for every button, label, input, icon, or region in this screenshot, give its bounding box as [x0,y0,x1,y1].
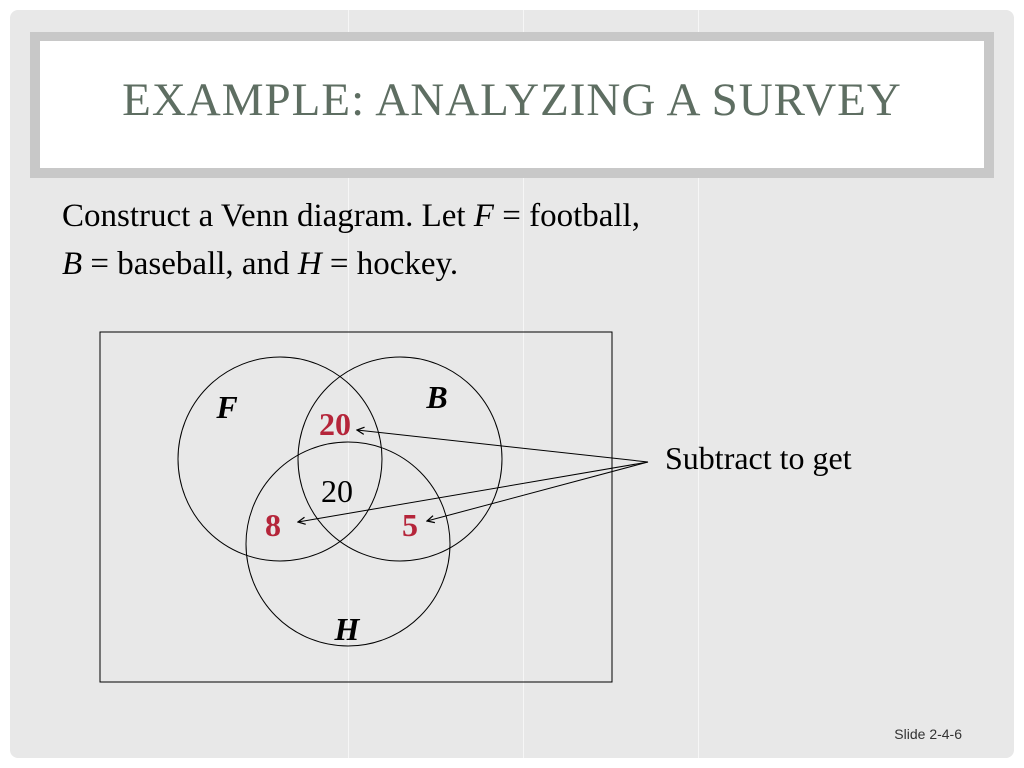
title-frame: EXAMPLE: ANALYZING A SURVEY [30,32,994,178]
variable-f: F [473,198,494,234]
background-stripe [523,10,524,758]
slide-title: EXAMPLE: ANALYZING A SURVEY [122,74,902,126]
set-h-label: H [334,611,361,647]
variable-b: B [62,246,83,282]
region-f-and-h-only: 8 [265,507,281,543]
arrow-to-b-and-h [427,461,649,521]
instruction-text: Construct a Venn diagram. Let F = footba… [62,192,640,288]
region-f-and-b-only: 20 [319,406,351,442]
variable-h: H [297,246,322,282]
subtract-annotation: Subtract to get [665,440,852,476]
background-stripe [698,10,699,758]
instruction-part: Construct a Venn diagram. Let [62,198,474,234]
instruction-line-2: B = baseball, and H = hockey. [62,240,640,288]
arrow-to-f-and-b [357,430,649,463]
set-f-label: F [215,389,237,425]
region-f-b-and-h: 20 [321,473,353,509]
set-f-circle [177,356,383,562]
instruction-part: = hockey. [321,246,459,282]
set-b-circle [297,356,503,562]
arrow-to-f-and-h [298,461,649,522]
set-h-circle [245,441,451,647]
slide: EXAMPLE: ANALYZING A SURVEY Construct a … [10,10,1014,758]
instruction-part: = football, [493,198,640,234]
slide-number: Slide 2-4-6 [894,726,962,742]
region-b-and-h-only: 5 [402,507,418,543]
set-b-label: B [425,379,447,415]
universal-set-box [99,331,613,683]
instruction-part: = baseball, and [82,246,298,282]
title-panel: EXAMPLE: ANALYZING A SURVEY [40,41,984,168]
venn-diagram: F B H 20 20 8 5 Subtract to get [99,331,852,683]
instruction-line-1: Construct a Venn diagram. Let F = footba… [62,192,640,240]
